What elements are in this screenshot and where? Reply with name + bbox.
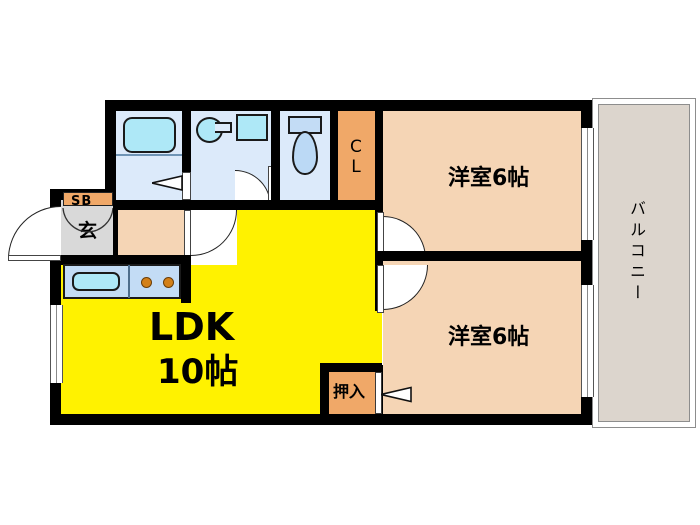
bathroom-floor-divider (116, 154, 182, 156)
wall-genkan-hall (113, 200, 118, 261)
wall-bottom (50, 414, 592, 425)
bedroom-a-balcony-window[interactable] (581, 128, 594, 240)
oshiire-door-track[interactable] (375, 372, 382, 414)
shoebox-area (63, 192, 113, 206)
wall-bath-washroom (182, 111, 191, 184)
wall-cl-left (330, 100, 338, 210)
genkan-label: 玄 (78, 220, 98, 242)
hallway-area (116, 210, 184, 261)
balcony-area (598, 104, 690, 422)
cl-letter-l: L (351, 156, 361, 177)
entrance-door-panel[interactable] (8, 255, 61, 261)
shoebox-label: SB (71, 194, 93, 209)
entrance-door-swing[interactable] (8, 206, 61, 259)
hall-ldk-door-panel[interactable] (184, 210, 191, 261)
wall-wetblock-bottom (105, 200, 330, 210)
gas-burner-left-icon (141, 277, 152, 288)
wall-top-main (105, 100, 592, 111)
wall-cl-bottom (330, 200, 382, 210)
oshiire-label: 押入 (333, 382, 366, 401)
wall-hall-bottom (61, 255, 191, 265)
wall-kitchen-right (181, 261, 191, 303)
wall-roomA-left (375, 100, 383, 255)
kitchen-sink-fixture (72, 272, 120, 291)
genkan-area (61, 200, 116, 261)
balcony-label: バルコニー (627, 200, 646, 305)
wall-between-bedrooms (375, 251, 592, 261)
bedroom-a-label: 洋室6帖 (448, 166, 530, 191)
wall-left-wetblock (105, 100, 116, 200)
washer-space-fixture (236, 114, 268, 141)
ldk-size-label: 10帖 (157, 352, 239, 392)
oshiire-slide-icon (381, 386, 413, 403)
wall-oshiire-left (320, 363, 329, 415)
ldk-label: LDK (149, 305, 235, 349)
wall-washroom-toilet (271, 111, 280, 200)
ldk-area-upper (237, 210, 327, 270)
oshiire-area (329, 372, 375, 414)
closet-cl-area (338, 111, 377, 200)
gas-burner-right-icon (163, 277, 174, 288)
bathroom-door-slide-icon (152, 175, 184, 191)
ldk-area-upperright (327, 210, 382, 370)
toilet-bowl-fixture (292, 131, 318, 175)
bedroom-b-door-panel[interactable] (377, 265, 384, 313)
closet-cl-label: C L (350, 137, 362, 177)
genkan-inner-door-icon (61, 206, 116, 234)
bedroom-b-balcony-window[interactable] (581, 285, 594, 397)
bathtub-fixture (123, 117, 176, 153)
kitchen-counter-split (128, 265, 130, 298)
bedroom-a-area (383, 111, 581, 251)
ldk-window-left[interactable] (50, 305, 63, 383)
wall-right (581, 100, 592, 425)
bedroom-b-label: 洋室6帖 (448, 325, 530, 350)
hall-ldk-door-swing[interactable] (191, 210, 237, 256)
wall-oshiire-top (320, 363, 382, 372)
washbasin-counter (215, 122, 232, 133)
cl-letter-c: C (350, 137, 362, 157)
